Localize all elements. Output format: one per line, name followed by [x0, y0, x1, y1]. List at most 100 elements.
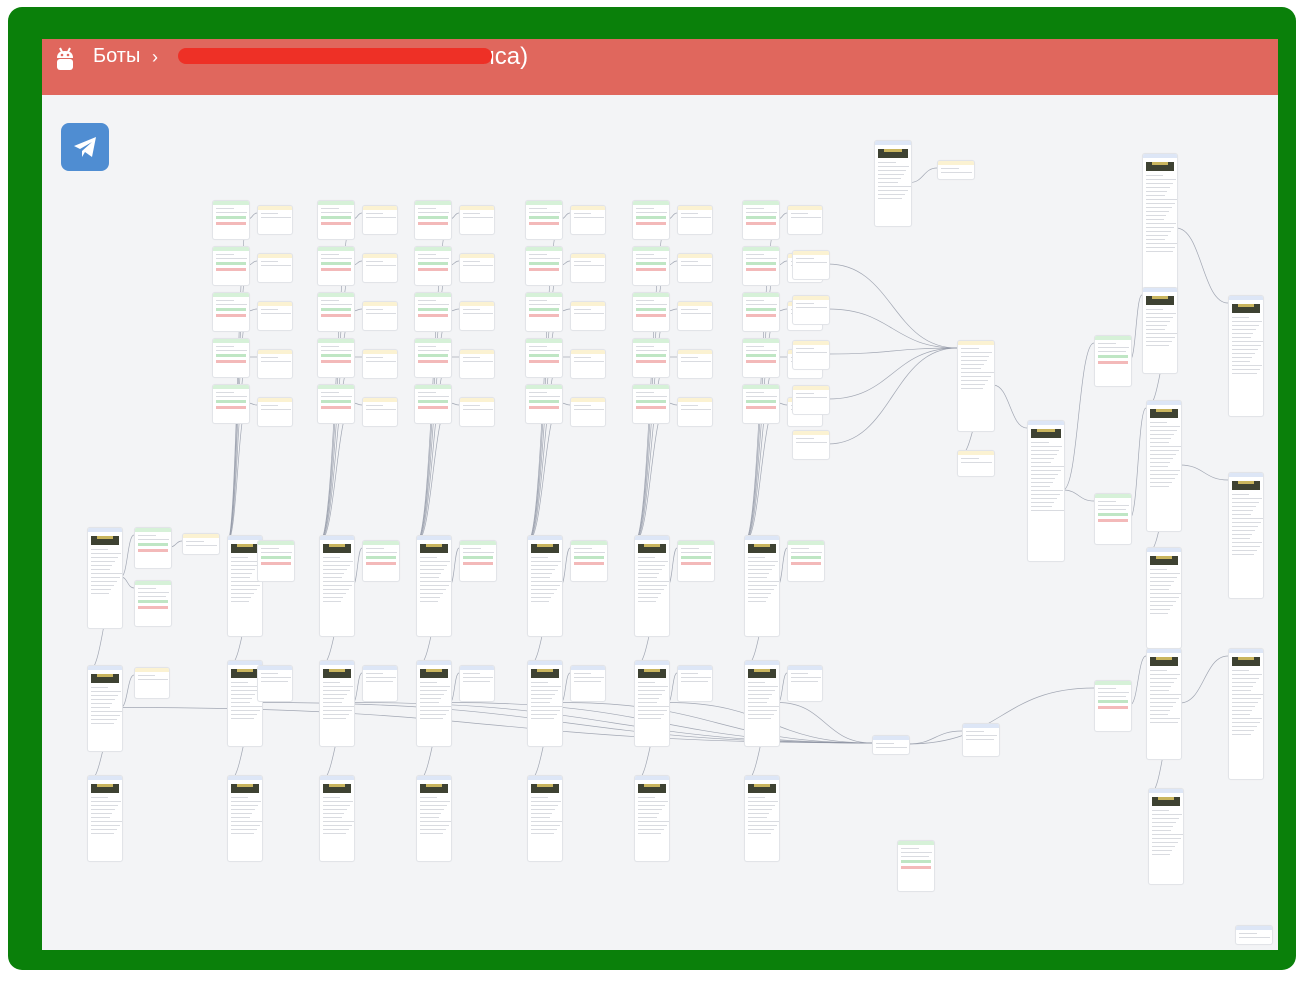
flow-node[interactable] [182, 533, 220, 555]
flow-node[interactable] [792, 340, 830, 370]
flow-node[interactable] [227, 775, 263, 862]
flow-node[interactable] [257, 540, 295, 582]
flow-node[interactable] [257, 349, 293, 379]
flow-node[interactable] [525, 338, 563, 378]
flow-node[interactable] [459, 301, 495, 331]
flow-node[interactable] [414, 200, 452, 240]
flow-node[interactable] [362, 540, 400, 582]
flow-node[interactable] [257, 253, 293, 283]
flow-node[interactable] [414, 338, 452, 378]
flow-node[interactable] [134, 667, 170, 699]
flow-node[interactable] [1146, 400, 1182, 532]
flow-node[interactable] [87, 775, 123, 862]
flow-node[interactable] [527, 535, 563, 637]
flow-node[interactable] [1146, 648, 1182, 760]
flow-node[interactable] [937, 160, 975, 180]
flow-node[interactable] [957, 450, 995, 477]
flow-node[interactable] [212, 246, 250, 286]
flow-node[interactable] [257, 205, 293, 235]
flow-node[interactable] [362, 397, 398, 427]
flow-node[interactable] [792, 430, 830, 460]
flow-node[interactable] [317, 246, 355, 286]
flow-node[interactable] [1146, 547, 1182, 649]
flow-node[interactable] [570, 665, 606, 702]
flow-node[interactable] [414, 384, 452, 424]
flow-node[interactable] [1228, 472, 1264, 599]
flow-node[interactable] [317, 384, 355, 424]
flow-node[interactable] [212, 384, 250, 424]
flow-node[interactable] [1142, 153, 1178, 305]
android-robot-icon[interactable] [54, 45, 76, 71]
flow-node[interactable] [792, 250, 830, 280]
flow-node[interactable] [319, 775, 355, 862]
flow-node[interactable] [677, 301, 713, 331]
flow-node[interactable] [1027, 420, 1065, 562]
flow-node[interactable] [317, 338, 355, 378]
flow-node[interactable] [362, 301, 398, 331]
flow-node[interactable] [134, 527, 172, 569]
flow-node[interactable] [87, 527, 123, 629]
flow-node[interactable] [362, 253, 398, 283]
flow-node[interactable] [570, 205, 606, 235]
flow-node[interactable] [1228, 648, 1264, 780]
flow-node[interactable] [570, 253, 606, 283]
flow-node[interactable] [1094, 680, 1132, 732]
flow-node[interactable] [414, 292, 452, 332]
flow-node[interactable] [677, 349, 713, 379]
flow-node[interactable] [632, 292, 670, 332]
flow-node[interactable] [414, 246, 452, 286]
flow-node[interactable] [787, 665, 823, 702]
flow-node[interactable] [570, 349, 606, 379]
flow-node[interactable] [742, 384, 780, 424]
flow-node[interactable] [459, 665, 495, 702]
flow-node[interactable] [1148, 788, 1184, 885]
flow-node[interactable] [677, 397, 713, 427]
flow-node[interactable] [87, 665, 123, 752]
flow-node[interactable] [459, 540, 497, 582]
flow-node[interactable] [1094, 493, 1132, 545]
flow-node[interactable] [527, 775, 563, 862]
flow-node[interactable] [317, 200, 355, 240]
breadcrumb-bots-link[interactable]: Боты [93, 45, 141, 67]
flow-node[interactable] [459, 205, 495, 235]
flow-node[interactable] [957, 340, 995, 432]
flow-node[interactable] [257, 397, 293, 427]
flow-node[interactable] [872, 735, 910, 755]
flow-node[interactable] [787, 205, 823, 235]
flow-node[interactable] [1228, 295, 1264, 417]
flow-node[interactable] [744, 660, 780, 747]
flow-node[interactable] [257, 665, 293, 702]
flow-node[interactable] [874, 140, 912, 227]
flow-node[interactable] [792, 385, 830, 415]
flow-node[interactable] [459, 397, 495, 427]
flow-node[interactable] [362, 205, 398, 235]
flow-node[interactable] [742, 292, 780, 332]
flow-node[interactable] [897, 840, 935, 892]
flow-node[interactable] [632, 246, 670, 286]
flow-node[interactable] [742, 200, 780, 240]
flow-node[interactable] [632, 384, 670, 424]
flow-node[interactable] [459, 253, 495, 283]
flow-node[interactable] [525, 292, 563, 332]
flow-node[interactable] [527, 660, 563, 747]
flow-node[interactable] [634, 535, 670, 637]
flow-node[interactable] [744, 775, 780, 862]
flow-node[interactable] [632, 200, 670, 240]
flow-node[interactable] [525, 200, 563, 240]
flow-node[interactable] [525, 384, 563, 424]
flow-node[interactable] [459, 349, 495, 379]
flow-node[interactable] [319, 660, 355, 747]
flow-node[interactable] [744, 535, 780, 637]
flow-node[interactable] [634, 660, 670, 747]
flow-node[interactable] [570, 301, 606, 331]
flow-node[interactable] [212, 338, 250, 378]
flow-node[interactable] [317, 292, 355, 332]
flow-node[interactable] [416, 535, 452, 637]
flow-node[interactable] [257, 301, 293, 331]
flow-node[interactable] [416, 660, 452, 747]
flow-node[interactable] [1094, 335, 1132, 387]
flow-node[interactable] [525, 246, 563, 286]
flow-node[interactable] [742, 246, 780, 286]
flow-node[interactable] [962, 723, 1000, 757]
flow-node[interactable] [677, 665, 713, 702]
